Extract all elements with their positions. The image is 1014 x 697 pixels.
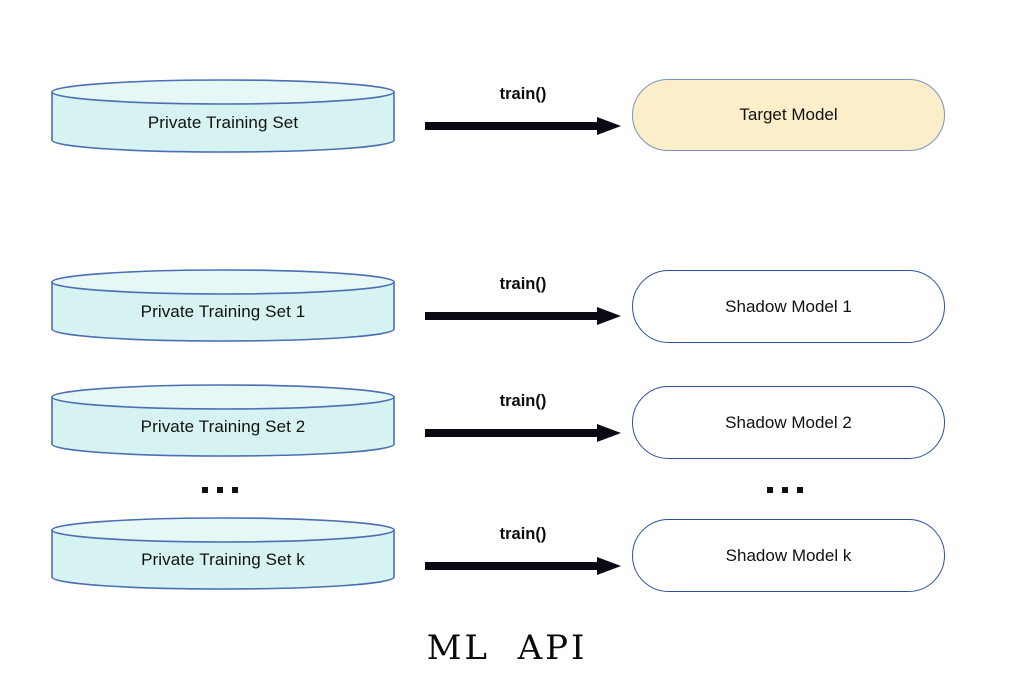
model-shadow-k: Shadow Model k — [632, 519, 945, 592]
model-shadow-1: Shadow Model 1 — [632, 270, 945, 343]
model-label: Shadow Model 1 — [725, 296, 852, 316]
database-cylinder-shadow-k: Private Training Set k — [51, 517, 395, 590]
arrow-right-icon — [425, 557, 621, 575]
train-arrow-shadow-2: train() — [425, 392, 621, 444]
database-cylinder-label: Private Training Set 1 — [140, 302, 306, 321]
ellipsis-icon — [202, 487, 208, 493]
model-target: Target Model — [632, 79, 945, 151]
database-cylinder-label: Private Training Set — [147, 113, 299, 132]
database-cylinder-icon — [51, 384, 395, 457]
model-label: Shadow Model k — [725, 545, 852, 565]
database-cylinder-target: Private Training Set — [51, 79, 395, 153]
database-cylinder-label: Private Training Set k — [141, 550, 305, 569]
train-arrow-label: train() — [499, 392, 547, 410]
train-arrow-label: train() — [499, 525, 547, 543]
ellipsis-icon — [782, 487, 788, 493]
arrow-right-icon — [425, 117, 621, 135]
arrow-right-icon — [425, 307, 621, 325]
database-cylinder-icon — [51, 79, 395, 153]
model-shadow-2: Shadow Model 2 — [632, 386, 945, 459]
database-cylinder-shadow-1: Private Training Set 1 — [51, 269, 395, 342]
train-arrow-label: train() — [499, 275, 547, 293]
ml-api-caption: ML API — [426, 628, 588, 668]
train-arrow-shadow-1: train() — [425, 275, 621, 327]
database-cylinder-label: Private Training Set 2 — [140, 417, 306, 436]
model-label: Target Model — [739, 105, 838, 124]
ellipsis-icon — [797, 487, 803, 493]
arrow-right-icon — [425, 424, 621, 442]
database-cylinder-icon — [51, 269, 395, 342]
database-cylinder-shadow-2: Private Training Set 2 — [51, 384, 395, 457]
ellipsis-icon — [767, 487, 773, 493]
ellipsis-left — [202, 487, 238, 493]
ellipsis-right — [767, 487, 803, 493]
ellipsis-icon — [232, 487, 238, 493]
train-arrow-target: train() — [425, 85, 621, 137]
train-arrow-label: train() — [499, 85, 547, 103]
train-arrow-shadow-k: train() — [425, 525, 621, 577]
model-label: Shadow Model 2 — [725, 412, 852, 432]
ellipsis-icon — [217, 487, 223, 493]
database-cylinder-icon — [51, 517, 395, 590]
